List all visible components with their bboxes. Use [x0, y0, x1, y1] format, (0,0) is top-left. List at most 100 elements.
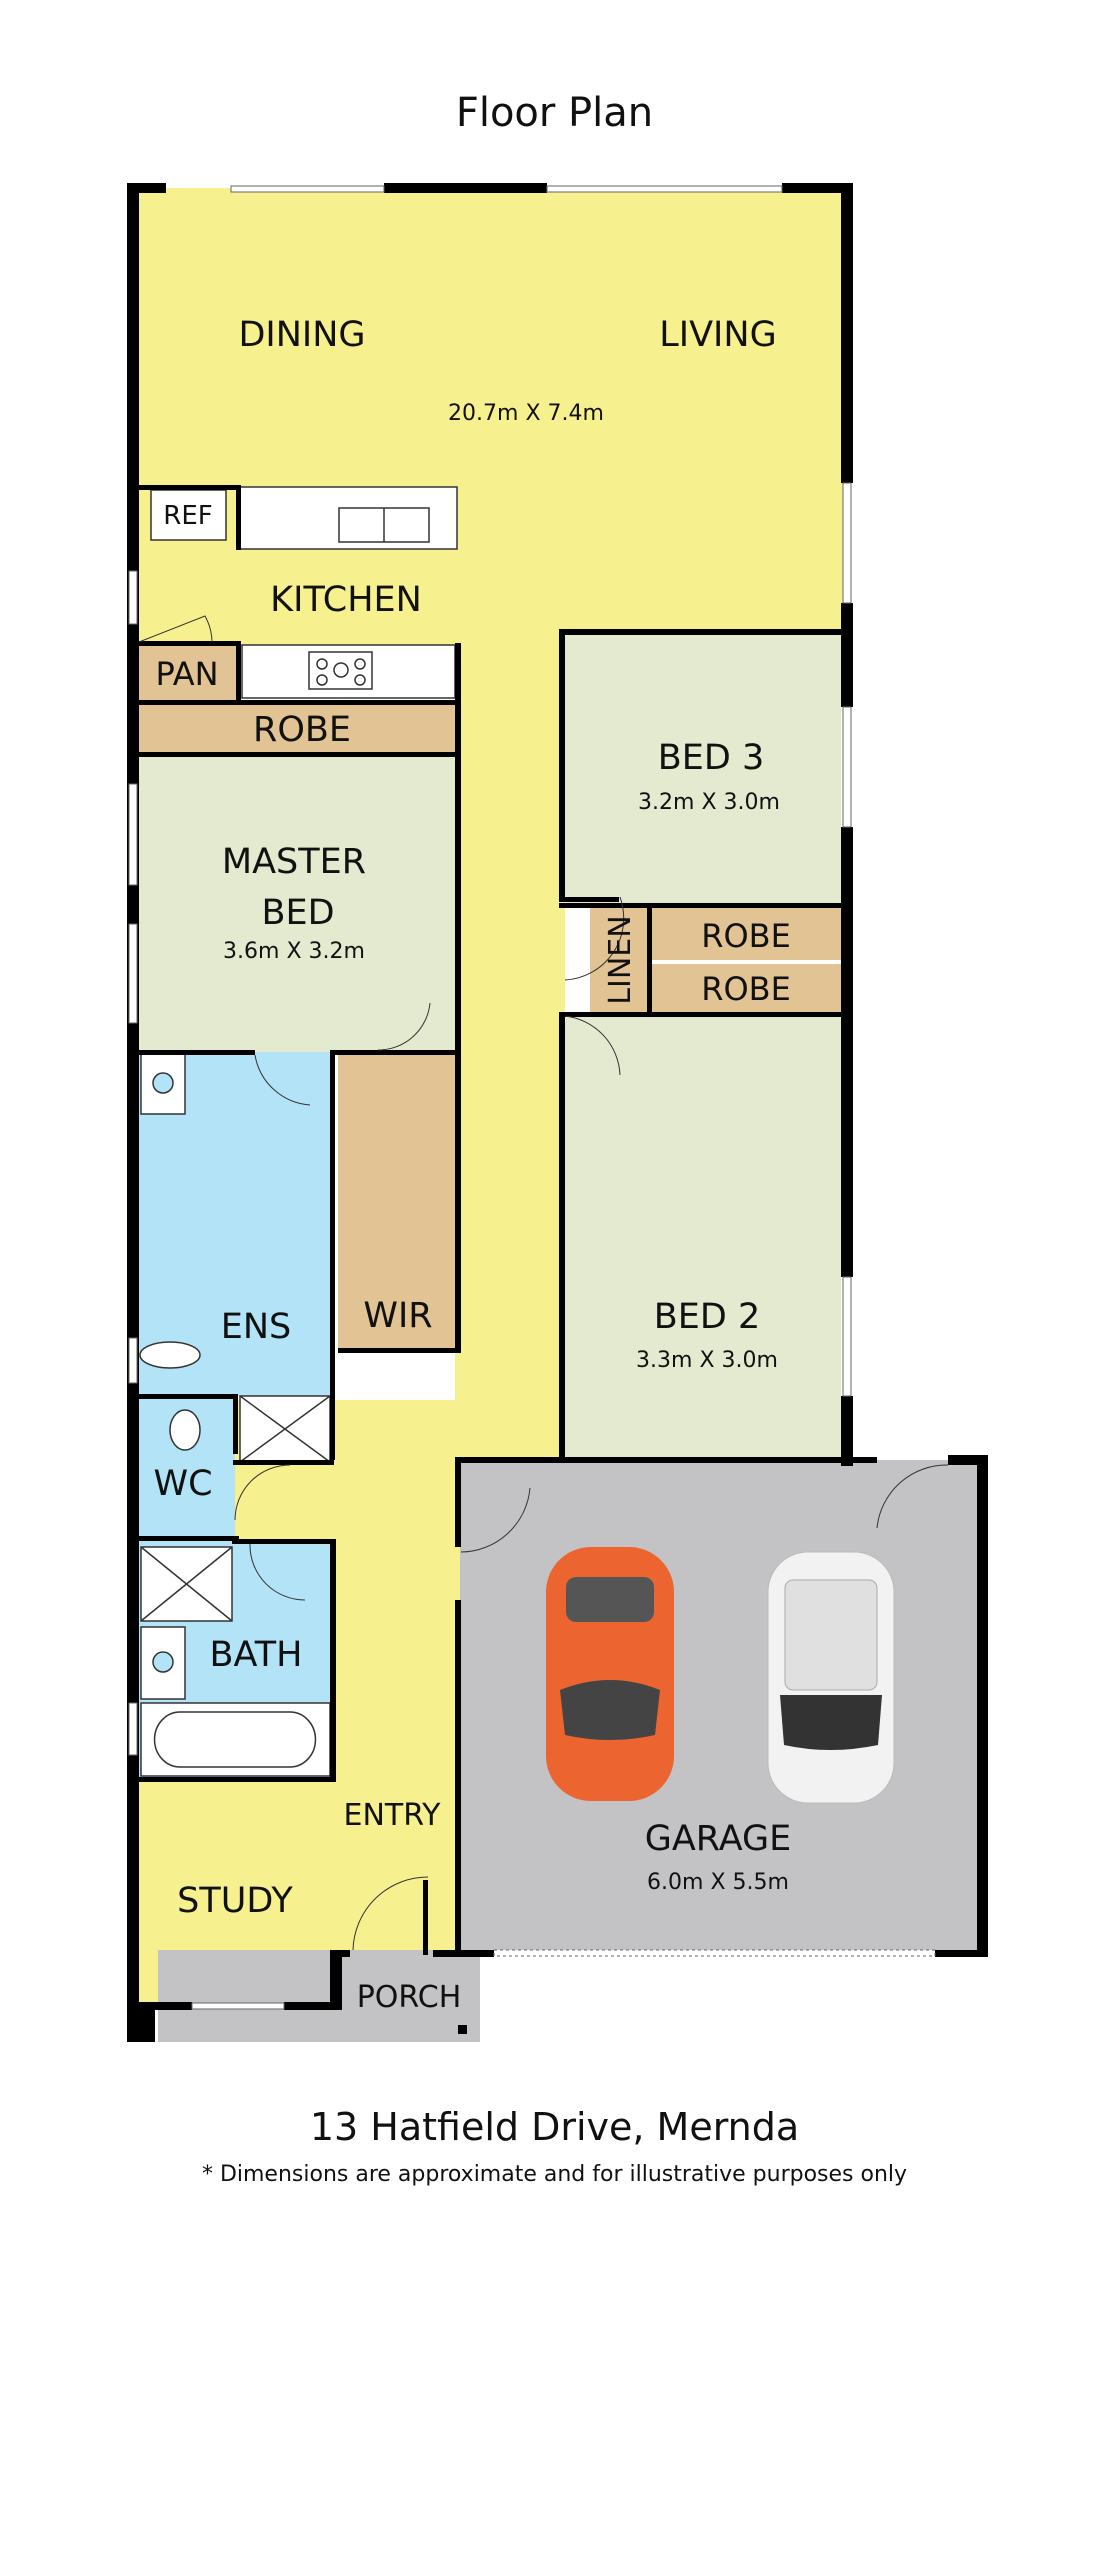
bed2-floor: [565, 1016, 841, 1460]
label-garage-dims: 6.0m X 5.5m: [647, 1870, 789, 1895]
label-robe-bed3: ROBE: [701, 917, 791, 955]
wall: [232, 1539, 336, 1544]
window: [128, 570, 138, 625]
wall: [139, 752, 459, 757]
label-study: STUDY: [177, 1881, 293, 1921]
wall: [647, 903, 652, 1015]
label-bed2: BED 2: [654, 1297, 760, 1337]
window: [128, 1702, 138, 1756]
window: [842, 482, 852, 604]
label-kitchen: KITCHEN: [270, 580, 422, 620]
wall: [841, 1396, 853, 1466]
label-wir: WIR: [363, 1296, 432, 1336]
bath-shower-icon: [140, 1546, 233, 1622]
wall: [841, 827, 853, 1277]
ens-shower-icon: [239, 1395, 331, 1463]
wall: [458, 2025, 467, 2034]
label-ref: REF: [163, 501, 212, 531]
wall: [559, 1017, 565, 1457]
walls: [127, 183, 988, 2042]
linen-floor: [590, 906, 647, 1013]
wall: [330, 1050, 335, 1460]
wall: [330, 1050, 458, 1055]
wall: [139, 485, 239, 490]
wall: [948, 1455, 988, 1465]
wall: [455, 1457, 877, 1463]
wall: [559, 629, 565, 897]
label-open-plan-dims: 20.7m X 7.4m: [448, 401, 604, 426]
wall: [782, 183, 853, 193]
windows: [128, 185, 936, 2010]
wall: [455, 643, 461, 1053]
wall: [139, 2002, 192, 2010]
wall: [139, 641, 239, 646]
wall: [433, 1950, 494, 1957]
floors: [133, 188, 977, 2042]
wall: [841, 603, 853, 707]
wall: [977, 1455, 988, 1957]
wall: [559, 897, 619, 902]
label-pan: PAN: [155, 655, 218, 693]
wall: [330, 1950, 342, 2010]
label-master-line2: BED: [261, 893, 334, 933]
bed3-floor: [565, 635, 841, 903]
cooktop-icon: [308, 651, 373, 690]
label-dining: DINING: [238, 315, 365, 355]
wall: [284, 2002, 342, 2010]
label-entry: ENTRY: [344, 1798, 442, 1833]
door-swings: [138, 615, 949, 1951]
porch-floor: [158, 1950, 480, 2042]
label-bed2-dims: 3.3m X 3.0m: [636, 1348, 778, 1373]
label-garage: GARAGE: [645, 1819, 792, 1859]
garage-door: [493, 1949, 936, 1957]
master-bed-floor: [139, 755, 455, 1052]
wall: [236, 485, 241, 550]
address: 13 Hatfield Drive, Mernda: [309, 2105, 800, 2149]
label-linen: LINEN: [603, 915, 638, 1004]
wall: [935, 1950, 988, 1957]
orange-car-icon: [546, 1547, 674, 1801]
wall: [139, 700, 459, 705]
wall: [338, 1348, 461, 1353]
bathtub-icon: [140, 1702, 331, 1777]
wall: [455, 1050, 461, 1353]
wall: [384, 183, 547, 193]
open-plan-floor: [133, 188, 847, 633]
wall: [127, 183, 166, 193]
wc-toilet-icon: [169, 1409, 201, 1451]
wall: [455, 1457, 461, 1547]
label-porch: PORCH: [357, 1980, 462, 2015]
wall: [139, 1777, 336, 1782]
label-living: LIVING: [659, 315, 776, 355]
pan-floor: [139, 643, 238, 700]
label-robe-bed2: ROBE: [701, 970, 791, 1008]
window: [128, 783, 138, 886]
ens-toilet-icon: [139, 1341, 201, 1369]
wall: [139, 1050, 255, 1055]
label-bed3: BED 3: [658, 738, 764, 778]
white-car-icon: [767, 1551, 895, 1804]
label-bed3-dims: 3.2m X 3.0m: [638, 790, 780, 815]
wall: [236, 641, 241, 701]
wall: [139, 1536, 239, 1541]
wall: [559, 903, 849, 908]
window: [128, 1337, 138, 1384]
wall: [559, 1012, 849, 1017]
wall: [127, 2010, 155, 2042]
window: [842, 1276, 852, 1397]
label-ens: ENS: [221, 1307, 292, 1347]
hall-floor: [455, 630, 565, 1460]
sink-icon: [338, 507, 430, 543]
window: [842, 706, 852, 828]
fridge: [150, 489, 227, 541]
disclaimer: * Dimensions are approximate and for ill…: [201, 2162, 908, 2187]
wir-floor: [338, 1055, 455, 1350]
wall: [127, 183, 139, 2010]
wall: [233, 1394, 238, 1454]
label-master-dims: 3.6m X 3.2m: [223, 939, 365, 964]
wall: [423, 1880, 428, 1955]
wall: [559, 629, 847, 635]
wall: [139, 1394, 235, 1399]
robe-floor: [139, 704, 455, 752]
